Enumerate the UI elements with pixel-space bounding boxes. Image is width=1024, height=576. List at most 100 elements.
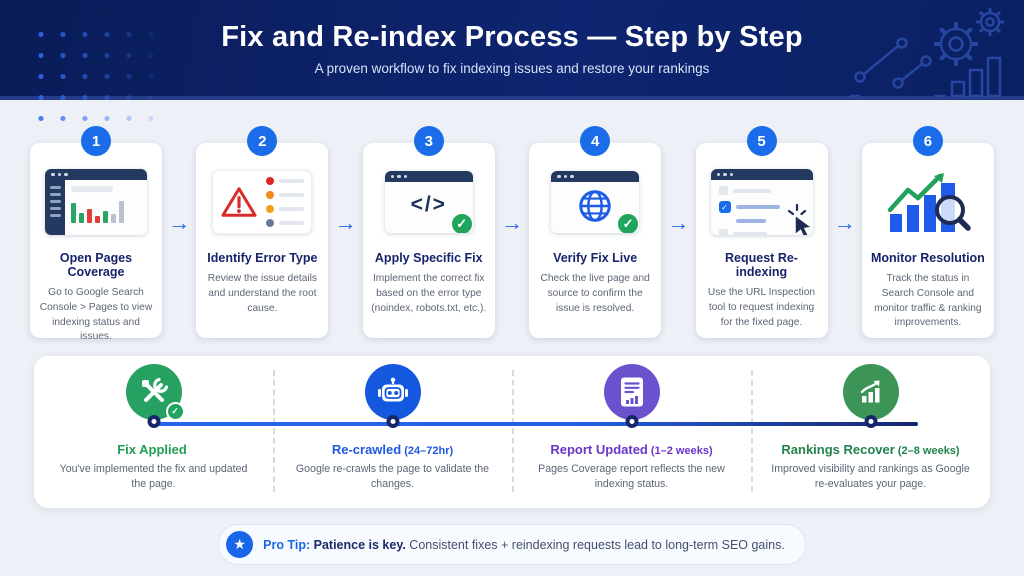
cursor-icon bbox=[787, 203, 813, 235]
checkbox-icon: ✓ bbox=[718, 201, 731, 213]
arrow-icon: → bbox=[667, 210, 690, 235]
magnifier-lens-icon bbox=[934, 195, 965, 225]
bar-chart-outline-icon bbox=[934, 56, 1002, 98]
pro-tip-text: Consistent fixes + reindexing requests l… bbox=[409, 537, 785, 552]
window-titlebar bbox=[45, 169, 147, 180]
step-2-description: Review the issue details and understand … bbox=[207, 273, 318, 314]
arrow-icon: → bbox=[334, 210, 357, 235]
step-5: 5 ✓ bbox=[695, 126, 828, 338]
star-icon: ★ bbox=[226, 531, 254, 558]
code-icon: </> bbox=[410, 193, 447, 216]
page-title: Fix and Re-index Process — Step by Step bbox=[221, 21, 803, 53]
step-6-number-badge: 6 bbox=[912, 126, 943, 156]
phase-3-description: Pages Coverage report reflects the new i… bbox=[538, 463, 725, 491]
globe-icon bbox=[579, 190, 611, 222]
step-1-title: Open Pages Coverage bbox=[59, 251, 133, 279]
step-1-number-badge: 1 bbox=[81, 126, 111, 156]
step-4-description: Check the live page and source to confir… bbox=[540, 273, 650, 314]
trend-arrowhead-icon bbox=[933, 173, 944, 183]
gear-icon bbox=[934, 22, 978, 66]
phase-4-description: Improved visibility and rankings as Goog… bbox=[771, 463, 970, 491]
check-icon: ✓ bbox=[165, 402, 185, 421]
report-document-icon bbox=[603, 364, 660, 420]
timeline-separator bbox=[751, 370, 753, 492]
step-5-title: Request Re-indexing bbox=[725, 251, 798, 279]
phase-3-duration: (1–2 weeks) bbox=[650, 445, 713, 457]
coverage-bars-icon bbox=[71, 199, 141, 223]
step-3-title: Apply Specific Fix bbox=[374, 251, 483, 265]
step-2: 2 Identify Error Type bbox=[196, 126, 329, 338]
gear-small-icon bbox=[976, 8, 1004, 36]
step-3: 3 </> ✓ Apply Specific Fix Implement the… bbox=[362, 126, 495, 338]
step-6-title: Monitor Resolution bbox=[870, 251, 985, 265]
step-1: 1 bbox=[30, 126, 162, 342]
timeline-node bbox=[386, 415, 399, 428]
arrow-icon: → bbox=[833, 210, 856, 235]
phase-recrawled: Re-crawled(24–72hr) Google re-crawls the… bbox=[273, 356, 512, 508]
phase-1-title: Fix Applied bbox=[117, 442, 187, 457]
step-2-title: Identify Error Type bbox=[207, 251, 318, 265]
step-4-card: ✓ Verify Fix Live Check the live page an… bbox=[529, 143, 662, 338]
step-6-description: Track the status in Search Console and m… bbox=[874, 273, 982, 329]
step-4-number-badge: 4 bbox=[580, 126, 611, 156]
chart-magnifier-icon bbox=[887, 173, 971, 232]
timeline-node bbox=[625, 415, 638, 428]
window-titlebar bbox=[551, 171, 640, 182]
phase-2-title: Re-crawled bbox=[331, 442, 402, 457]
step-3-card: </> ✓ Apply Specific Fix Implement the c… bbox=[362, 143, 495, 338]
step-5-description: Use the URL Inspection tool to request i… bbox=[707, 287, 816, 328]
step-6: 6 Monitor Resolution Track the status in… bbox=[861, 126, 994, 338]
phase-2-description: Google re-crawls the page to validate th… bbox=[295, 463, 490, 491]
timeline-separator bbox=[273, 370, 275, 492]
check-icon: ✓ bbox=[448, 211, 473, 233]
step-4-title: Verify Fix Live bbox=[553, 251, 638, 265]
arrow-icon: → bbox=[168, 210, 191, 235]
timeline-node bbox=[864, 415, 877, 428]
arrow-icon: → bbox=[500, 210, 523, 235]
tools-check-icon: ✓ bbox=[125, 364, 185, 421]
step-5-number-badge: 5 bbox=[746, 126, 777, 156]
url-inspection-cursor-icon: ✓ bbox=[710, 169, 813, 235]
trend-line-icon bbox=[850, 37, 932, 98]
timeline-line bbox=[153, 422, 919, 426]
step-1-card: Open Pages Coverage Go to Google Search … bbox=[30, 143, 162, 342]
search-console-window-icon bbox=[45, 169, 147, 235]
check-icon: ✓ bbox=[615, 211, 640, 233]
header-banner: Fix and Re-index Process — Step by Step … bbox=[0, 0, 1024, 130]
phase-4-duration: (2–8 weeks) bbox=[897, 445, 960, 457]
dots-pattern-decoration bbox=[30, 24, 162, 130]
step-2-number-badge: 2 bbox=[247, 126, 278, 156]
phase-2-duration: (24–72hr) bbox=[404, 445, 454, 457]
robot-crawler-icon bbox=[364, 364, 421, 420]
code-fix-check-icon: </> ✓ bbox=[384, 171, 473, 233]
step-3-description: Implement the correct fix based on the e… bbox=[371, 273, 487, 314]
gears-chart-decoration-icon bbox=[850, 8, 1004, 98]
window-titlebar bbox=[384, 171, 473, 182]
step-6-card: Monitor Resolution Track the status in S… bbox=[861, 143, 994, 338]
page-subtitle: A proven workflow to fix indexing issues… bbox=[314, 61, 710, 76]
header-decoration bbox=[846, 8, 1016, 105]
phase-3-title: Report Updated bbox=[550, 442, 648, 457]
issue-list bbox=[266, 177, 305, 227]
timeline-separator bbox=[512, 370, 514, 492]
error-warning-list-icon bbox=[212, 170, 313, 234]
phase-4-title: Rankings Recover bbox=[781, 442, 895, 457]
globe-verify-check-icon: ✓ bbox=[551, 171, 640, 233]
pro-tip-pill: ★ Pro Tip: Patience is key. Consistent f… bbox=[218, 524, 806, 565]
pro-tip-emphasis: Patience is key. bbox=[313, 537, 406, 552]
step-4: 4 ✓ Verify Fi bbox=[529, 126, 662, 338]
phase-rankings-recover: Rankings Recover(2–8 weeks) Improved vis… bbox=[751, 356, 990, 508]
magnifier-handle bbox=[956, 216, 971, 231]
warning-triangle-icon bbox=[221, 187, 257, 217]
step-3-number-badge: 3 bbox=[413, 126, 444, 156]
step-5-card: ✓ Request Re-indexing Use the URL Inspec… bbox=[695, 143, 828, 338]
step-1-description: Go to Google Search Console > Pages to v… bbox=[39, 287, 153, 343]
steps-row: 1 bbox=[0, 126, 1024, 342]
step-2-card: Identify Error Type Review the issue det… bbox=[196, 143, 329, 338]
window-sidebar bbox=[45, 180, 65, 235]
pro-tip-label: Pro Tip: bbox=[263, 537, 311, 552]
phase-fix-applied: ✓ Fix Applied You've implemented the fix… bbox=[34, 356, 273, 508]
window-titlebar bbox=[710, 169, 813, 180]
timeline-node bbox=[147, 415, 160, 428]
phase-1-description: You've implemented the fix and updated t… bbox=[59, 463, 248, 491]
